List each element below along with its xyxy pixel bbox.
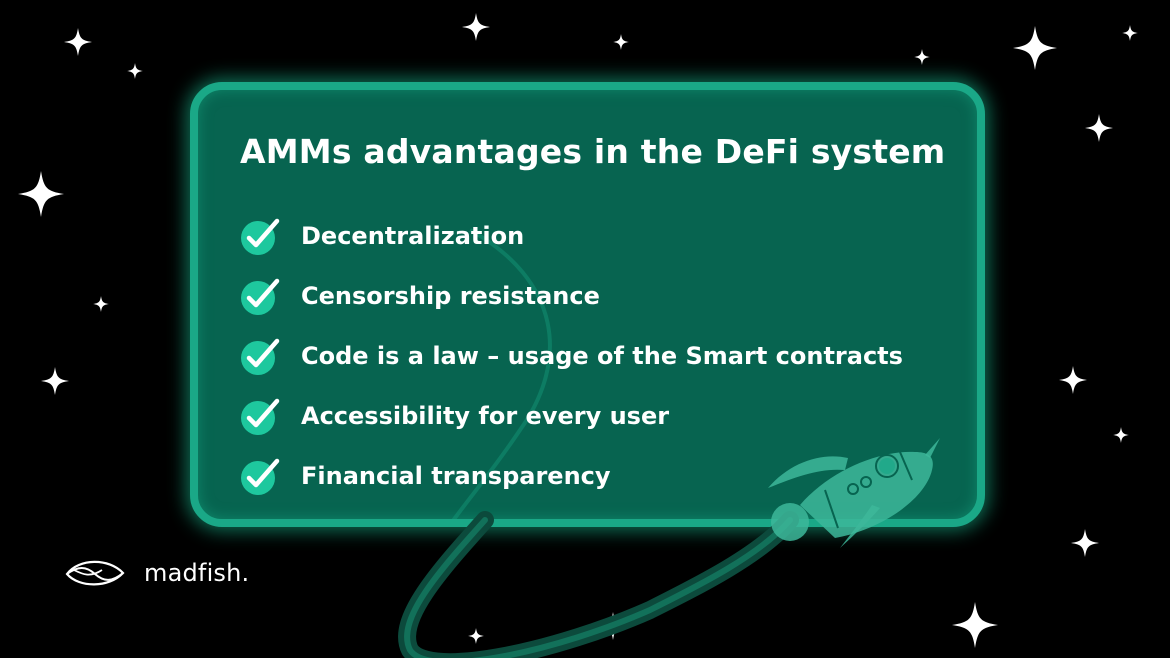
list-item: Financial transparency	[240, 446, 903, 506]
brand-logo: madfish.	[64, 556, 249, 590]
orbit-trail-inner	[451, 228, 552, 519]
check-circle-icon	[241, 338, 280, 375]
list-item: Decentralization	[240, 206, 903, 266]
item-label: Accessibility for every user	[301, 402, 670, 430]
card-title: AMMs advantages in the DeFi system	[240, 132, 946, 171]
list-item: Code is a law – usage of the Smart contr…	[240, 326, 903, 386]
check-circle-icon	[241, 218, 280, 255]
item-label: Censorship resistance	[301, 282, 600, 310]
brand-name: madfish.	[144, 559, 250, 587]
item-label: Financial transparency	[301, 462, 611, 490]
list-item: Accessibility for every user	[240, 386, 903, 446]
item-label: Decentralization	[301, 222, 525, 250]
item-label: Code is a law – usage of the Smart contr…	[301, 342, 903, 370]
madfish-fish-logo-icon	[65, 560, 125, 586]
check-circle-icon	[241, 458, 280, 495]
advantages-list: Decentralization Censorship resistance C…	[240, 206, 903, 506]
check-circle-icon	[241, 398, 280, 435]
check-circle-icon	[241, 278, 280, 315]
list-item: Censorship resistance	[240, 266, 903, 326]
advantages-card: AMMs advantages in the DeFi system Decen…	[190, 82, 985, 527]
